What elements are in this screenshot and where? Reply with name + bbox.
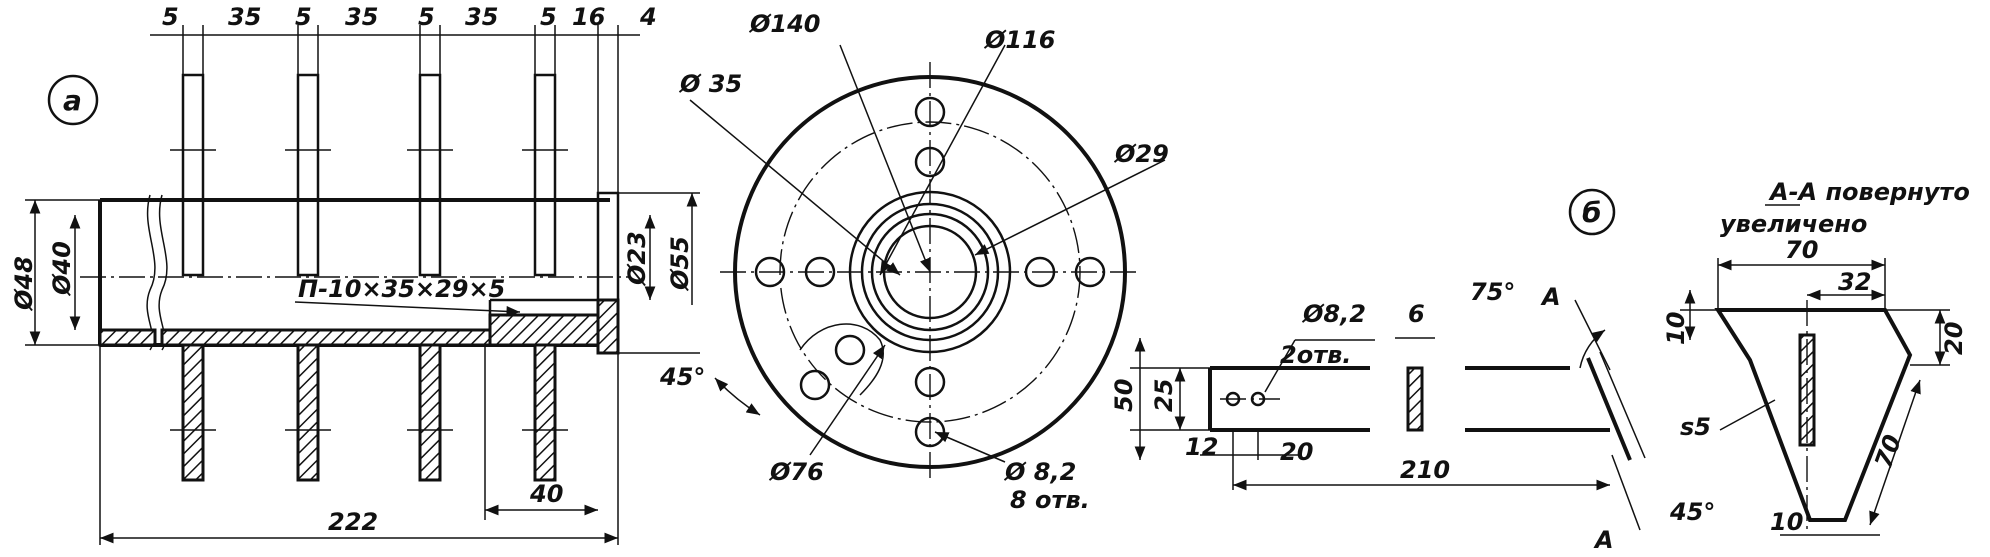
dim-holes-size: Ø 8,2 bbox=[1003, 458, 1076, 486]
dim-d116: Ø116 bbox=[983, 26, 1056, 54]
dim-d82: Ø8,2 bbox=[1301, 300, 1366, 328]
dim-5-b: 5 bbox=[295, 3, 312, 31]
plate-leader bbox=[294, 301, 521, 317]
right-diameter-dims bbox=[618, 192, 700, 354]
dim-d48: Ø48 bbox=[10, 256, 38, 312]
dim-w70: 70 bbox=[1785, 236, 1818, 264]
plate-label: П-10×35×29×5 bbox=[298, 275, 505, 303]
dim-16: 16 bbox=[572, 3, 605, 31]
cutaway-outline bbox=[799, 323, 884, 396]
section-letter-bottom: А bbox=[1593, 526, 1614, 554]
view-b-marker-circle bbox=[1568, 188, 1616, 236]
top-dimension-chain bbox=[150, 25, 640, 193]
dim-holes2: 2отв. bbox=[1280, 341, 1351, 369]
dim-35-c: 35 bbox=[465, 3, 498, 31]
dim-222: 222 bbox=[328, 508, 378, 536]
section-subtitle: увеличено bbox=[1720, 210, 1867, 238]
dim-5-a: 5 bbox=[162, 3, 179, 31]
dim-angle75: 75° bbox=[1470, 278, 1515, 306]
dim-d140: Ø140 bbox=[748, 10, 821, 38]
dim-w32: 32 bbox=[1838, 268, 1871, 296]
dim-b10: 10 bbox=[1770, 508, 1803, 536]
view-b-marker: б bbox=[1582, 196, 1602, 229]
blade-plan bbox=[1208, 366, 1370, 432]
dim-angle45: 45° bbox=[659, 363, 705, 391]
dim-w20: 20 bbox=[1280, 438, 1313, 466]
view-b: б 6 75° А А 45° bbox=[1110, 188, 1715, 554]
dim-h20: 20 bbox=[1940, 322, 1968, 355]
section-title: А-А повернуто bbox=[1768, 178, 1970, 206]
section-letter-top: А bbox=[1540, 283, 1561, 311]
dim-h50: 50 bbox=[1110, 379, 1138, 412]
flange-leaders bbox=[689, 44, 1166, 463]
dim-d23: Ø23 bbox=[623, 231, 651, 287]
view-a-marker: а bbox=[63, 84, 82, 117]
dim-d29: Ø29 bbox=[1113, 140, 1169, 168]
bottom-length-dims bbox=[99, 345, 619, 545]
blade-side bbox=[1465, 299, 1646, 531]
dim-35-b: 35 bbox=[345, 3, 378, 31]
view-a-marker-circle bbox=[47, 74, 99, 126]
dim-d76: Ø76 bbox=[768, 458, 824, 486]
dim-l70: 70 bbox=[1869, 431, 1907, 472]
left-diameter-dims bbox=[25, 199, 100, 346]
dim-h10: 10 bbox=[1662, 312, 1690, 345]
dim-d40: Ø40 bbox=[48, 241, 76, 297]
dim-s5: s5 bbox=[1680, 413, 1711, 441]
dim-w12: 12 bbox=[1185, 433, 1218, 461]
dim-40: 40 bbox=[529, 480, 563, 508]
dim-35-a: 35 bbox=[228, 3, 261, 31]
section-dims bbox=[1680, 258, 1950, 536]
dim-5-c: 5 bbox=[418, 3, 435, 31]
shaft-outline bbox=[80, 191, 630, 355]
discs bbox=[170, 73, 568, 482]
view-a: а bbox=[10, 3, 700, 545]
section-aa: А-А повернуто увеличено 70 32 10 20 s5 bbox=[1662, 178, 1970, 536]
dim-angle45-b: 45° bbox=[1669, 498, 1715, 526]
dim-4: 4 bbox=[639, 3, 657, 31]
blade-dims bbox=[1130, 338, 1610, 491]
dim-h25: 25 bbox=[1150, 379, 1178, 412]
blade-thickness bbox=[1406, 366, 1424, 432]
dim-5-d: 5 bbox=[540, 3, 557, 31]
flange-view: Ø140 Ø116 Ø 35 Ø29 45° Ø76 Ø 8,2 8 отв. bbox=[659, 10, 1169, 514]
dim-len210: 210 bbox=[1400, 456, 1450, 484]
dim-d35: Ø 35 bbox=[678, 70, 742, 98]
dim-thk6: 6 bbox=[1408, 300, 1425, 328]
dim-d55: Ø55 bbox=[666, 236, 694, 292]
dim-holes-count: 8 отв. bbox=[1010, 486, 1090, 514]
